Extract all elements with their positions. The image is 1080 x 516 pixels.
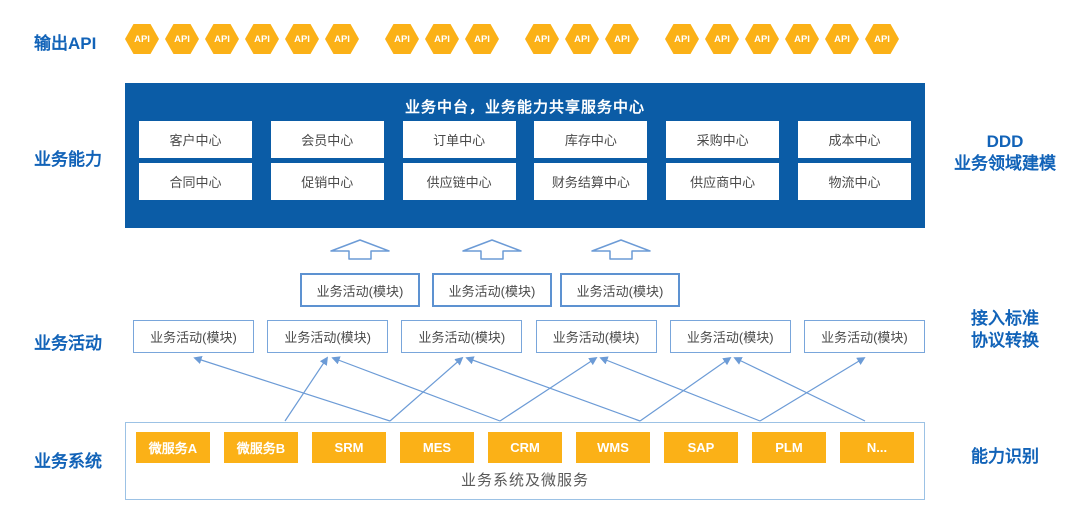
label-capability-identification: 能力识别 bbox=[933, 446, 1077, 468]
api-hexagon-icon: API bbox=[125, 24, 159, 54]
capability-center: 合同中心 bbox=[139, 163, 252, 200]
api-hexagon-icon: API bbox=[165, 24, 199, 54]
label-business-system: 业务系统 bbox=[34, 452, 102, 471]
label-output-api: 输出API bbox=[34, 34, 97, 53]
capability-center-row-1: 客户中心 会员中心 订单中心 库存中心 采购中心 成本中心 bbox=[139, 121, 911, 158]
label-domain-modeling: 业务领域建模 bbox=[954, 154, 1056, 173]
api-hexagon-icon: API bbox=[245, 24, 279, 54]
api-hexagon-icon: API bbox=[785, 24, 819, 54]
api-hexagon-icon: API bbox=[525, 24, 559, 54]
api-hexagon-icon: API bbox=[425, 24, 459, 54]
systems-caption: 业务系统及微服务 bbox=[460, 472, 589, 489]
business-platform-panel: 业务中台，业务能力共享服务中心 客户中心 会员中心 订单中心 库存中心 采购中心… bbox=[125, 83, 925, 228]
capability-center: 客户中心 bbox=[139, 121, 252, 158]
activity-module-box: 业务活动(模块) bbox=[401, 320, 523, 353]
api-hexagon-icon: API bbox=[825, 24, 859, 54]
system-box: MES bbox=[400, 432, 474, 463]
activity-module-box: 业务活动(模块) bbox=[560, 273, 680, 307]
capability-center: 促销中心 bbox=[270, 163, 384, 200]
activity-module-box: 业务活动(模块) bbox=[669, 320, 791, 353]
system-box: PLM bbox=[752, 432, 826, 463]
capability-center: 会员中心 bbox=[270, 121, 384, 158]
activity-module-box: 业务活动(模块) bbox=[803, 320, 925, 353]
label-business-activity: 业务活动 bbox=[34, 334, 102, 353]
platform-title: 业务中台，业务能力共享服务中心 bbox=[404, 99, 645, 116]
system-box: 微服务A bbox=[136, 432, 210, 463]
activity-module-box: 业务活动(模块) bbox=[267, 320, 389, 353]
connector-lines bbox=[193, 356, 866, 422]
api-hexagon-icon: API bbox=[705, 24, 739, 54]
api-hexagon-icon: API bbox=[205, 24, 239, 54]
system-box: N... bbox=[840, 432, 914, 463]
capability-center: 供应链中心 bbox=[402, 163, 516, 200]
label-access-standard: 接入标准 协议转换 bbox=[933, 308, 1077, 352]
api-hexagon-icon: API bbox=[285, 24, 319, 54]
api-hexagon-icon: API bbox=[385, 24, 419, 54]
api-hexagon-icon: API bbox=[745, 24, 779, 54]
api-hexagon-icon: API bbox=[605, 24, 639, 54]
api-hex-group-4: API API API API API API bbox=[665, 24, 899, 54]
up-arrow-icons bbox=[330, 239, 651, 260]
label-ddd-domain-modeling: DDD 业务领域建模 bbox=[933, 131, 1077, 175]
capability-center: 供应商中心 bbox=[666, 163, 780, 200]
api-hex-group-1: API API API API API API bbox=[125, 24, 359, 54]
api-hexagon-row: API API API API API API API API API API … bbox=[125, 24, 899, 54]
activity-module-box: 业务活动(模块) bbox=[300, 273, 420, 307]
api-hexagon-icon: API bbox=[865, 24, 899, 54]
label-access-standard-line1: 接入标准 bbox=[971, 309, 1039, 328]
capability-center: 订单中心 bbox=[402, 121, 516, 158]
api-hexagon-icon: API bbox=[665, 24, 699, 54]
activity-module-row: 业务活动(模块) 业务活动(模块) 业务活动(模块) 业务活动(模块) 业务活动… bbox=[133, 320, 925, 353]
up-arrow-icon bbox=[462, 239, 522, 260]
business-systems-panel: 微服务A 微服务B SRM MES CRM WMS SAP PLM N... 业… bbox=[125, 422, 925, 500]
label-ddd: DDD bbox=[986, 132, 1024, 151]
label-protocol-conversion: 协议转换 bbox=[971, 331, 1039, 350]
label-business-capability: 业务能力 bbox=[34, 150, 102, 169]
api-hex-group-2: API API API bbox=[385, 24, 499, 54]
api-hexagon-icon: API bbox=[325, 24, 359, 54]
up-arrow-icon bbox=[591, 239, 651, 260]
capability-center: 物流中心 bbox=[797, 163, 911, 200]
up-arrow-icon bbox=[330, 239, 390, 260]
label-capability-identification-text: 能力识别 bbox=[971, 447, 1039, 466]
activity-module-box: 业务活动(模块) bbox=[535, 320, 657, 353]
system-box: WMS bbox=[576, 432, 650, 463]
activity-module-box: 业务活动(模块) bbox=[432, 273, 552, 307]
api-hexagon-icon: API bbox=[465, 24, 499, 54]
capability-center: 财务结算中心 bbox=[534, 163, 648, 200]
api-hex-group-3: API API API bbox=[525, 24, 639, 54]
capability-center: 成本中心 bbox=[797, 121, 911, 158]
capability-center: 采购中心 bbox=[666, 121, 780, 158]
system-box: SAP bbox=[664, 432, 738, 463]
capability-center: 库存中心 bbox=[534, 121, 648, 158]
capability-center-row-2: 合同中心 促销中心 供应链中心 财务结算中心 供应商中心 物流中心 bbox=[139, 163, 911, 200]
api-hexagon-icon: API bbox=[565, 24, 599, 54]
activity-module-box: 业务活动(模块) bbox=[133, 320, 254, 353]
system-box: SRM bbox=[312, 432, 386, 463]
system-box: 微服务B bbox=[224, 432, 298, 463]
system-items-row: 微服务A 微服务B SRM MES CRM WMS SAP PLM N... bbox=[136, 432, 914, 463]
system-box: CRM bbox=[488, 432, 562, 463]
